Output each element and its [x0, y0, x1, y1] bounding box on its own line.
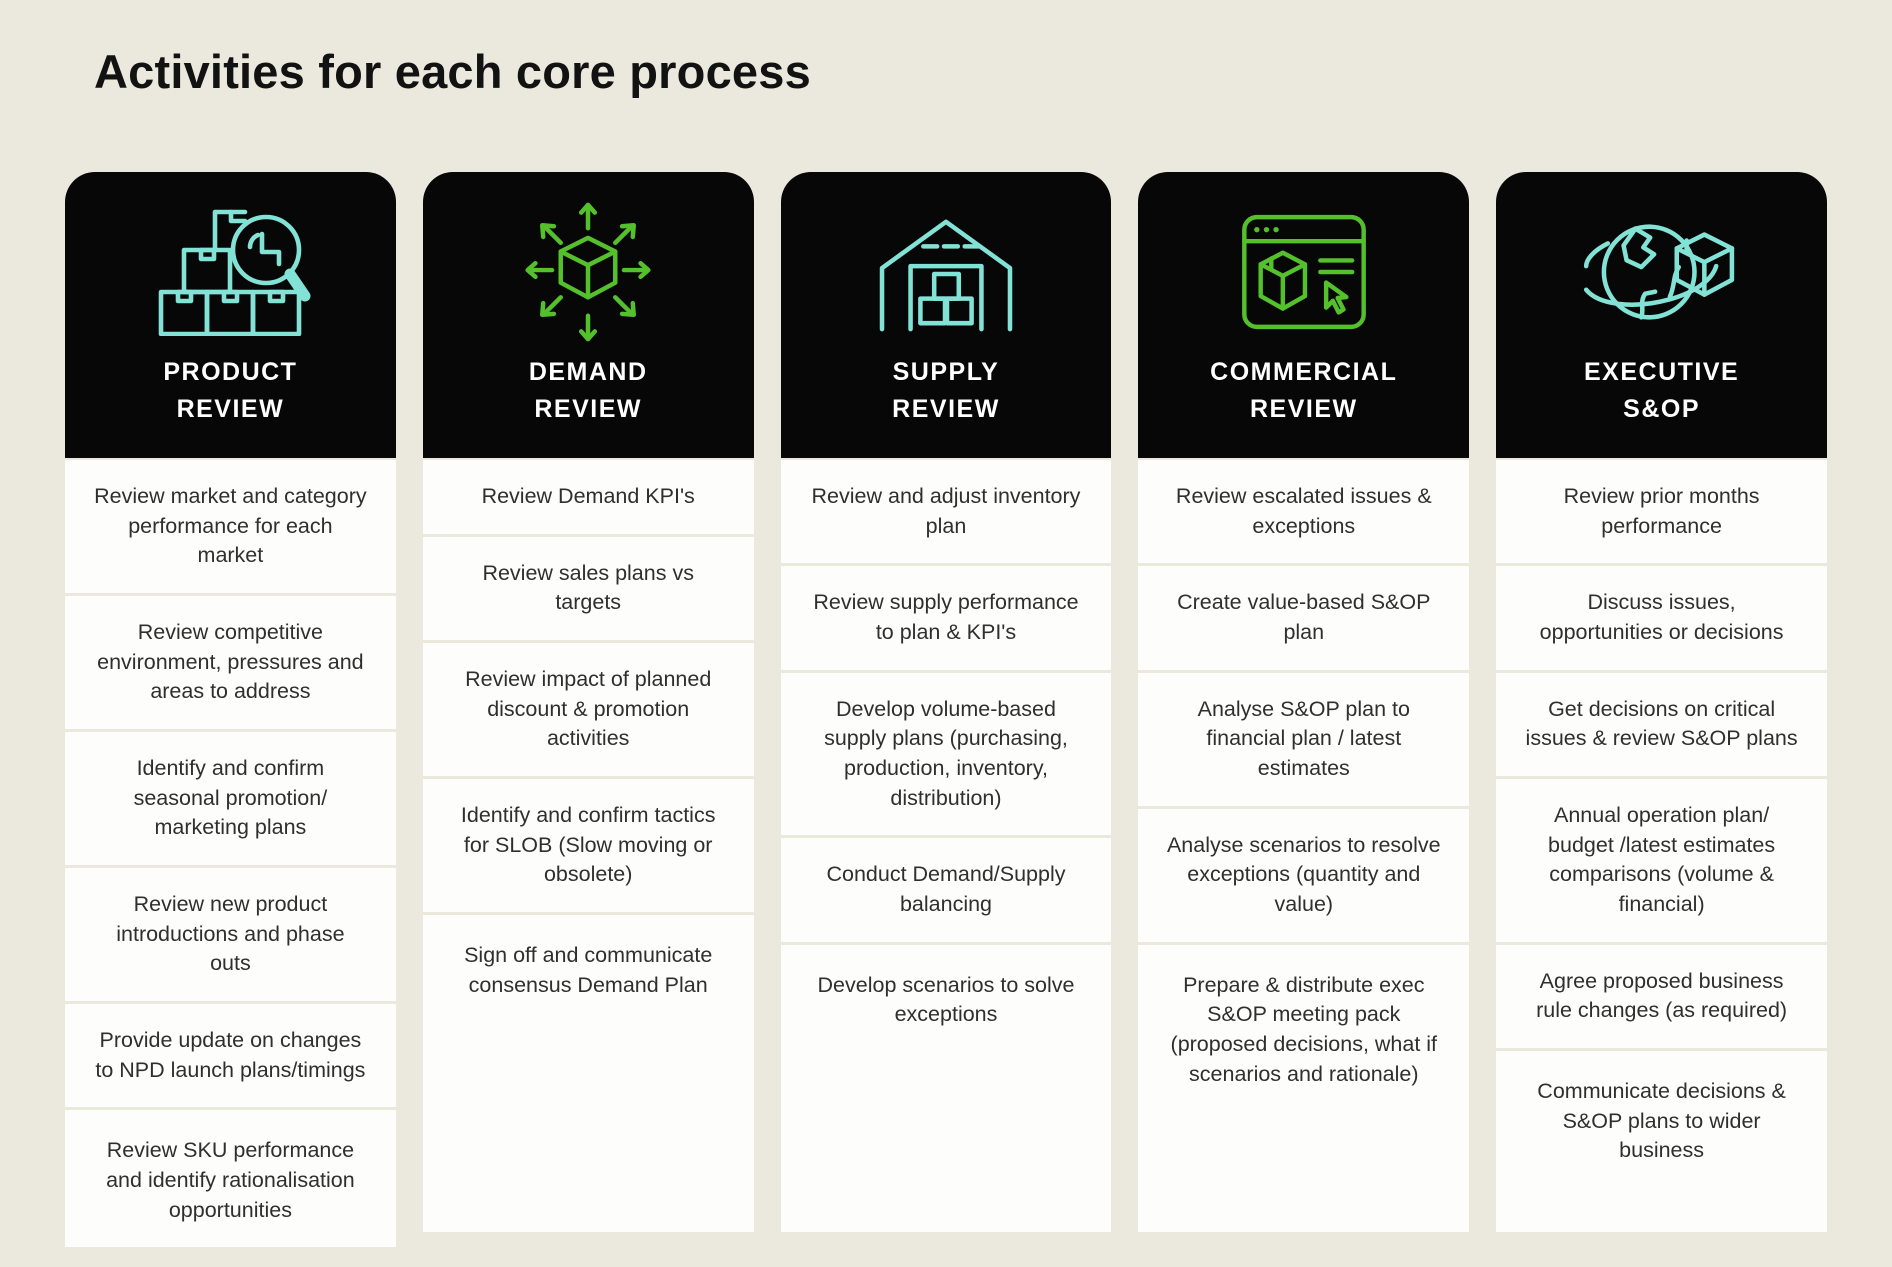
process-icon-wrap [515, 202, 661, 341]
activity-item: Identify and confirm seasonal promotion/… [65, 731, 396, 865]
activity-item: Discuss issues, opportunities or decisio… [1496, 566, 1827, 670]
process-header: SUPPLY REVIEW [780, 172, 1112, 458]
process-icon-wrap [867, 206, 1025, 338]
activity-item: Prepare & distribute exec S&OP meeting p… [1138, 944, 1470, 1232]
process-column-commercial-review: COMMERCIAL REVIEW Review escalated issues… [1138, 172, 1470, 1232]
process-icon-wrap [149, 206, 311, 338]
process-header: COMMERCIAL REVIEW [1138, 172, 1470, 458]
process-title: EXECUTIVE S&OP [1584, 354, 1739, 429]
process-title-line: EXECUTIVE [1583, 357, 1740, 386]
activity-item: Provide update on changes to NPD launch … [65, 1003, 396, 1108]
process-icon-wrap [1578, 206, 1746, 338]
process-icon-wrap [1227, 206, 1381, 338]
activity-item: Conduct Demand/Supply balancing [780, 838, 1112, 942]
activity-item: Review SKU performance and identify rati… [65, 1110, 396, 1248]
process-title-line: COMMERCIAL [1210, 357, 1398, 386]
browser-box-icon [1241, 214, 1366, 329]
activity-item: Agree proposed business rule changes (as… [1496, 944, 1827, 1048]
process-title-line: REVIEW [892, 395, 1000, 423]
activity-item: Get decisions on critical issues & revie… [1496, 672, 1827, 776]
process-column-executive-sop: EXECUTIVE S&OP Review prior months perfor… [1496, 172, 1827, 1232]
process-title-line: PRODUCT [163, 357, 298, 386]
activity-item: Review escalated issues & exceptions [1138, 460, 1470, 564]
boxes-magnifier-icon [159, 209, 311, 336]
process-columns: PRODUCT REVIEW Review market and category… [65, 172, 1827, 1248]
activity-item: Analyse scenarios to resolve exceptions … [1138, 808, 1470, 942]
activity-item: Review new product introductions and pha… [65, 867, 396, 1001]
activity-item: Analyse S&OP plan to financial plan / la… [1138, 672, 1470, 806]
activity-item: Review and adjust inventory plan [780, 460, 1112, 564]
page-title: Activities for each core process [94, 45, 811, 98]
process-title-line: REVIEW [534, 395, 642, 423]
process-column-supply-review: SUPPLY REVIEW Review and adjust inventory… [780, 172, 1112, 1232]
activity-item: Review supply performance to plan & KPI'… [780, 566, 1112, 670]
activity-item: Create value-based S&OP plan [1138, 566, 1470, 670]
activity-item: Review competitive environment, pressure… [65, 595, 396, 729]
process-title-line: S&OP [1623, 395, 1701, 423]
process-title: COMMERCIAL REVIEW [1210, 354, 1397, 429]
process-header: DEMAND REVIEW [422, 172, 754, 458]
globe-box-icon [1583, 223, 1734, 320]
box-arrows-icon [525, 202, 651, 341]
process-header: EXECUTIVE S&OP [1496, 172, 1827, 458]
process-title: PRODUCT REVIEW [163, 354, 297, 429]
process-title: DEMAND REVIEW [529, 354, 648, 429]
activity-item: Review prior months performance [1496, 460, 1827, 564]
activity-list: Review market and category performance f… [65, 460, 396, 1248]
activity-item: Communicate decisions & S&OP plans to wi… [1496, 1050, 1827, 1232]
activity-item: Sign off and communicate consensus Deman… [422, 914, 754, 1232]
activity-item: Review Demand KPI's [422, 460, 754, 534]
process-title-line: REVIEW [1249, 395, 1358, 423]
process-title: SUPPLY REVIEW [892, 354, 1000, 429]
warehouse-icon [879, 219, 1013, 331]
process-title-line: REVIEW [176, 395, 285, 423]
process-title-line: SUPPLY [892, 357, 1000, 386]
activity-item: Develop volume-based supply plans (purch… [780, 672, 1112, 836]
process-title-line: DEMAND [528, 357, 648, 386]
activity-item: Review impact of planned discount & prom… [422, 642, 754, 776]
activity-item: Develop scenarios to solve exceptions [780, 944, 1112, 1232]
activity-item: Review market and category performance f… [65, 460, 396, 593]
activity-item: Identify and confirm tactics for SLOB (S… [422, 778, 754, 912]
activity-item: Annual operation plan/ budget /latest es… [1496, 778, 1827, 942]
process-header: PRODUCT REVIEW [65, 172, 396, 458]
activity-item: Review sales plans vs targets [422, 536, 754, 640]
process-column-product-review: PRODUCT REVIEW Review market and category… [65, 172, 396, 1248]
